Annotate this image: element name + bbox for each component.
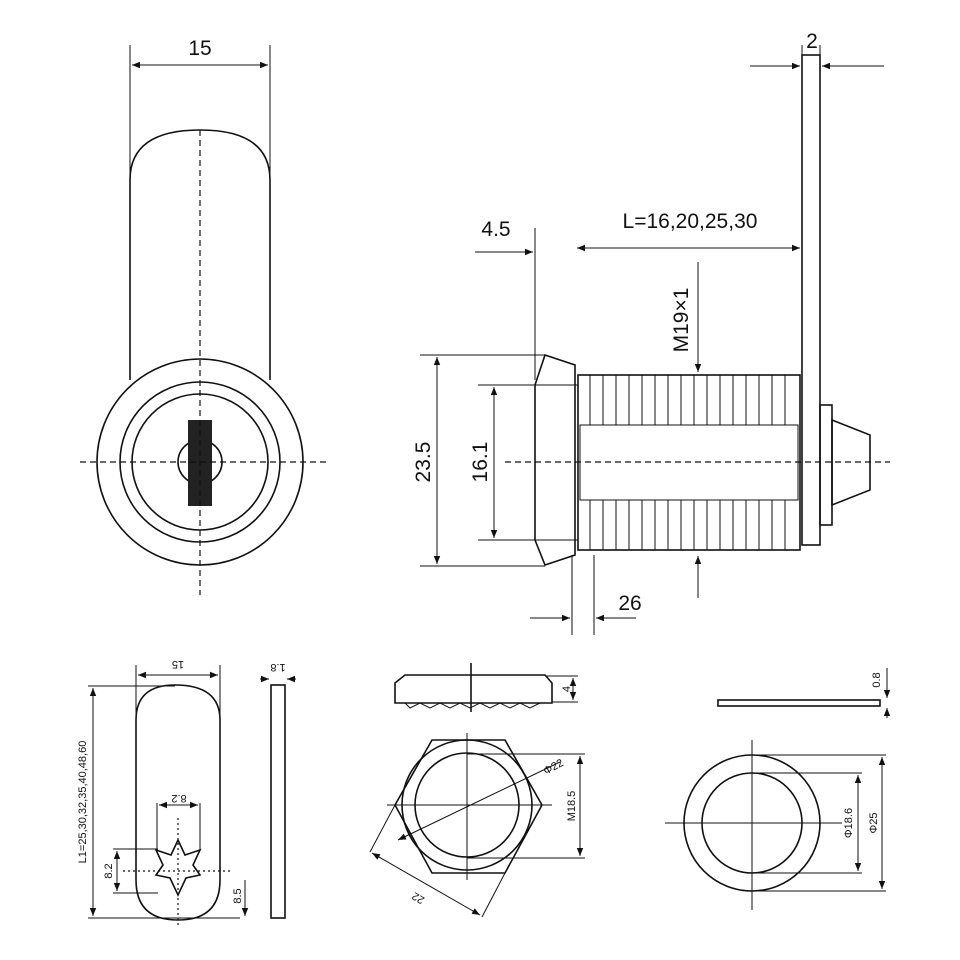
dim-flange-dia: 23.5	[412, 442, 435, 483]
cam-plate-side	[801, 54, 821, 546]
nut-detail: 4 Φ22 M18.5 22	[369, 663, 585, 918]
dim-washer-inner-dia: Φ18.6	[843, 808, 855, 838]
dim-hole-width: 8.2	[171, 792, 186, 804]
washer-detail: 0.8 Φ18.6 Φ25	[665, 668, 891, 910]
flange	[534, 353, 576, 566]
dim-cam-length: L1=25,30,32,35,40,48,60	[77, 741, 89, 864]
dim-hole-height: 8.2	[103, 863, 115, 878]
dim-width: 15	[188, 37, 211, 60]
dim-nut-height: 4	[561, 686, 573, 692]
dim-flange: 4.5	[481, 218, 510, 241]
dim-nut-outer-dia: Φ22	[541, 757, 565, 777]
dim-nut-across-flats: 22	[410, 889, 427, 906]
dim-body-dia: 16.1	[469, 442, 492, 483]
cam-edge-view	[270, 684, 286, 919]
front-view: 15	[80, 37, 330, 595]
dim-washer-outer-dia: Φ25	[868, 812, 880, 833]
dim-thread: M19×1	[670, 288, 693, 353]
dim-length: L=16,20,25,30	[623, 210, 758, 233]
side-view: 2 4.5 L=16,20,25,30 M19×1 23.5 16.1 26	[412, 30, 890, 635]
dim-cam-thickness: 1.8	[270, 661, 285, 673]
dim-cam-thickness: 2	[806, 30, 818, 53]
dim-cam-width: 15	[172, 658, 184, 670]
dim-nut-thread: M18.5	[566, 791, 578, 822]
screw-head	[831, 418, 871, 507]
dim-offset: 8.5	[232, 888, 244, 903]
nut-side	[819, 404, 833, 526]
dim-washer-thickness: 0.8	[871, 672, 883, 687]
dim-bottom: 26	[618, 592, 641, 615]
cam-detail: 15 L1=25,30,32,35,40,48,60 8.2 8.2 8.5 1…	[77, 658, 296, 928]
